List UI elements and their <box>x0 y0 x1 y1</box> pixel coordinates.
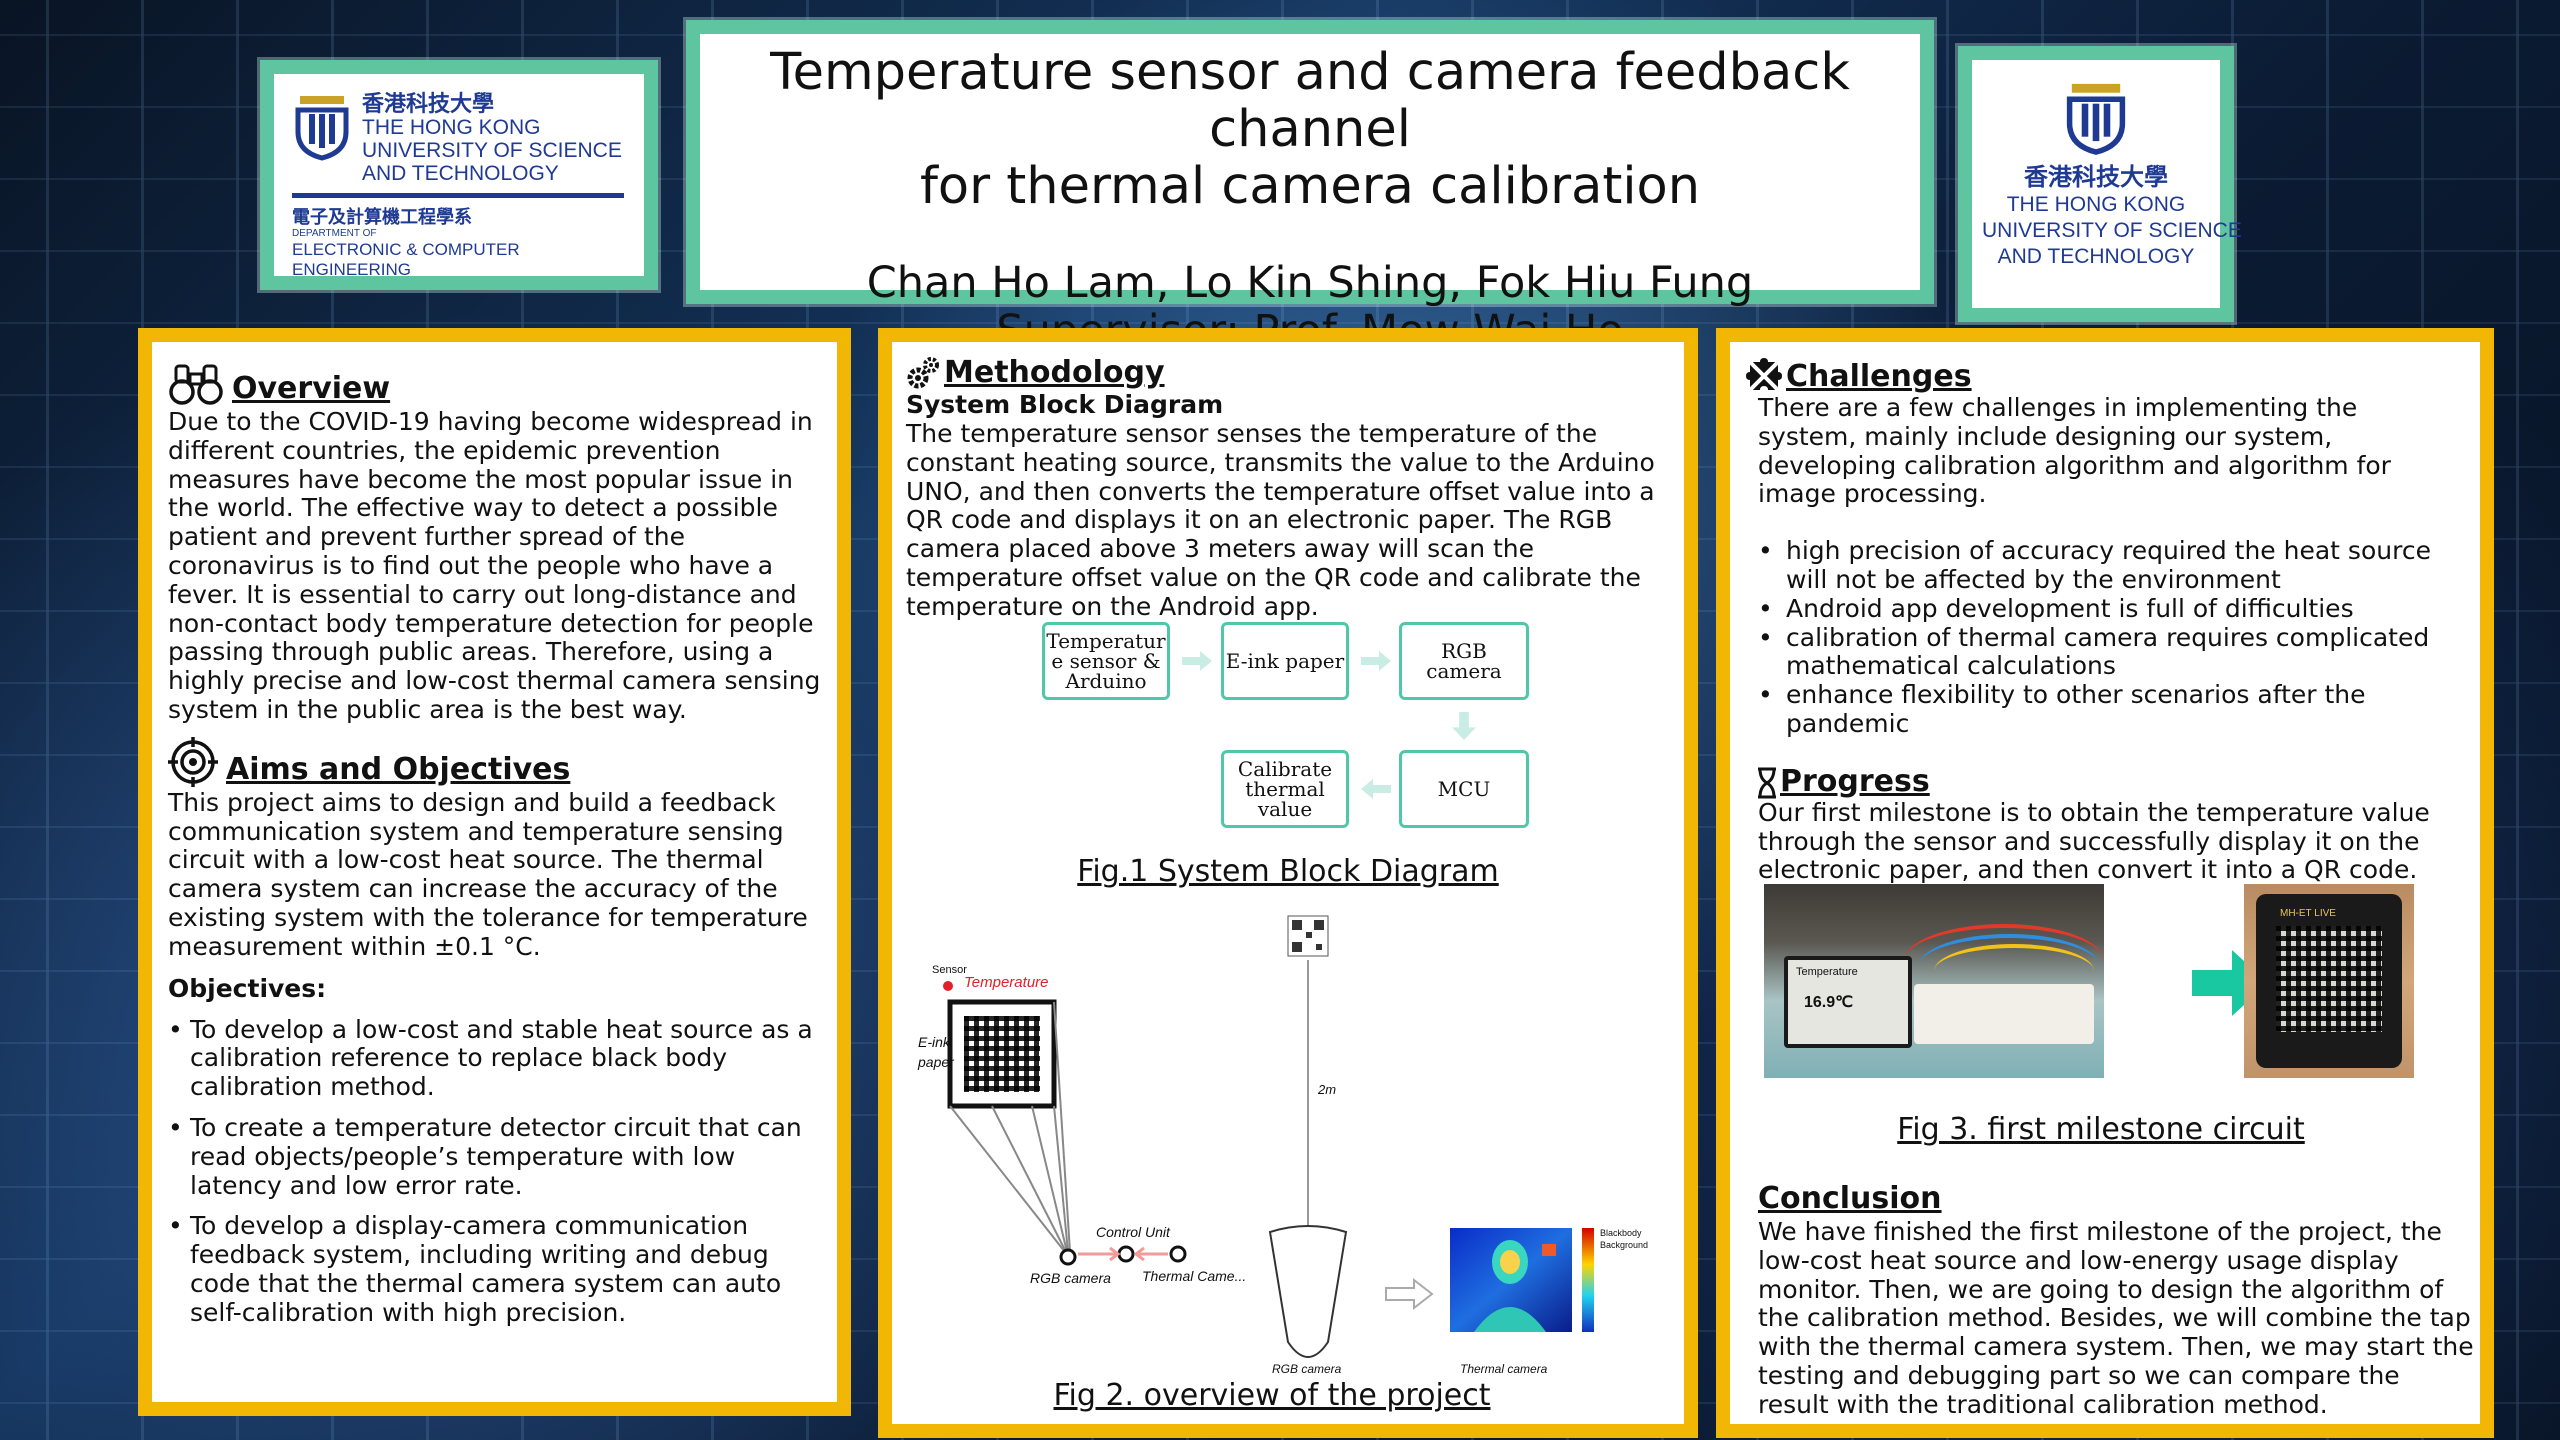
conclusion-heading: Conclusion <box>1758 1181 1942 1216</box>
logo-line-1: THE HONG KONG <box>2006 193 2186 216</box>
hkust-emblem-icon <box>295 96 349 161</box>
eink-display-value: 16.9℃ <box>1804 994 1854 1011</box>
device-frame: MH-ET LIVE <box>2256 894 2402 1068</box>
progress-body: Our first milestone is to obtain the tem… <box>1758 797 2430 885</box>
progress-heading: Progress <box>1780 763 1930 799</box>
aims-heading: Aims and Objectives <box>226 751 571 787</box>
arrow-icon <box>1452 712 1476 740</box>
system-block-diagram-heading: System Block Diagram <box>906 390 1224 419</box>
hkust-emblem-icon <box>2066 83 2126 155</box>
poster-title-line-1: Temperature sensor and camera feedback c… <box>770 43 1850 159</box>
label-eink: E-ink <box>918 1034 950 1050</box>
fig3-caption: Fig 3. first milestone circuit <box>1897 1112 2305 1147</box>
hkust-ece-logo: 香港科技大學 THE HONG KONG UNIVERSITY OF SCIEN… <box>260 60 658 290</box>
binoculars-icon <box>169 364 223 405</box>
target-icon <box>168 736 218 787</box>
block-calibrate-thermal-value: Calibrate thermal value <box>1221 750 1349 828</box>
poster-title-line-2: for thermal camera calibration <box>919 157 1701 216</box>
circuit-photo: Temperature 16.9℃ <box>1764 884 2104 1078</box>
logo-line-2: UNIVERSITY OF SCIENCE <box>362 139 622 162</box>
label-paper: paper <box>918 1054 954 1070</box>
objectives-list: To develop a low-cost and stable heat so… <box>168 1015 821 1328</box>
hkust-logo: 香港科技大學 THE HONG KONG UNIVERSITY OF SCIEN… <box>1958 46 2242 322</box>
arrow-icon <box>1361 779 1391 799</box>
system-block-diagram: Temperatur e sensor & Arduino E-ink pape… <box>892 622 1684 842</box>
gears-icon <box>907 357 939 389</box>
aims-body: This project aims to design and build a … <box>168 787 808 961</box>
logo-chinese-name: 香港科技大學 <box>362 91 495 116</box>
logo-line-3: AND TECHNOLOGY <box>362 162 559 185</box>
objectives-heading: Objectives: <box>168 973 327 1003</box>
methodology-heading: Methodology <box>944 355 1165 390</box>
dept-small-label: DEPARTMENT OF <box>292 228 377 239</box>
label-background: Background <box>1600 1240 1649 1250</box>
challenge-item: Android app development is full of diffi… <box>1758 594 2462 624</box>
label-sensor: Sensor <box>932 964 967 976</box>
label-thermal-camera-bottom: Thermal camera <box>1460 1362 1548 1376</box>
arrow-icon <box>1182 651 1212 671</box>
logo-line-3: AND TECHNOLOGY <box>1997 245 2195 268</box>
challenges-heading: Challenges <box>1786 359 1972 394</box>
fig1-caption: Fig.1 System Block Diagram <box>1077 854 1499 889</box>
label-rgb-camera: RGB camera <box>1030 1270 1111 1286</box>
overview-heading: Overview <box>232 371 391 406</box>
block-temperature-sensor: Temperatur e sensor & Arduino <box>1042 622 1170 700</box>
wire-bundle <box>1904 924 2104 998</box>
eink-display: Temperature 16.9℃ <box>1784 956 1912 1048</box>
authors: Chan Ho Lam, Lo Kin Shing, Fok Hiu Fung <box>866 258 1754 308</box>
hourglass-icon <box>1758 767 1776 799</box>
arrow-icon <box>1361 651 1391 671</box>
fig2-caption: Fig 2. overview of the project <box>1053 1378 1491 1413</box>
challenges-body: There are a few challenges in implementi… <box>1758 393 2391 509</box>
middle-column: Methodology System Block Diagram The tem… <box>878 328 1698 1438</box>
device-label: MH-ET LIVE <box>2280 908 2336 919</box>
objective-item: To develop a low-cost and stable heat so… <box>168 1015 821 1102</box>
overview-body: Due to the COVID-19 having become widesp… <box>168 407 821 724</box>
challenges-header: Challenges <box>1746 358 2462 394</box>
poster-title-box: Temperature sensor and camera feedback c… <box>686 20 1934 355</box>
objective-item: To develop a display-camera communicatio… <box>168 1211 821 1327</box>
eink-display-title: Temperature <box>1796 966 1858 978</box>
logo-divider <box>292 193 624 198</box>
label-rgb-camera-bottom: RGB camera <box>1272 1362 1342 1376</box>
qr-code <box>2276 926 2382 1032</box>
challenge-item: high precision of accuracy required the … <box>1758 536 2462 595</box>
block-mcu: MCU <box>1399 750 1529 828</box>
qr-display-photo: MH-ET LIVE <box>2244 884 2414 1078</box>
label-distance: 2m <box>1318 1082 1337 1097</box>
logo-line-2: UNIVERSITY OF SCIENCE <box>1982 219 2242 242</box>
label-blackbody: Blackbody <box>1600 1228 1642 1238</box>
logo-line-1: THE HONG KONG <box>362 116 541 139</box>
label-temperature: Temperature <box>964 974 1049 991</box>
conclusion-header: Conclusion <box>1746 1182 1942 1216</box>
left-column: Overview Due to the COVID-19 having beco… <box>138 328 851 1416</box>
progress-header: Progress <box>1746 763 2462 799</box>
label-control-unit: Control Unit <box>1096 1224 1170 1240</box>
conclusion-body: We have finished the first milestone of … <box>1758 1217 2474 1419</box>
puzzle-icon <box>1746 358 1782 392</box>
methodology-header: Methodology <box>906 356 1670 390</box>
block-eink-paper: E-ink paper <box>1221 622 1349 700</box>
dept-name: ELECTRONIC & COMPUTER ENGINEERING <box>292 240 520 279</box>
wire-bundle <box>1919 934 2099 998</box>
dept-chinese-name: 電子及計算機工程學系 <box>292 207 472 227</box>
challenges-list: high precision of accuracy required the … <box>1746 536 2462 739</box>
objective-item: To create a temperature detector circuit… <box>168 1113 821 1200</box>
wire-bundle <box>1934 944 2094 998</box>
label-thermal-camera: Thermal Came... <box>1142 1268 1247 1284</box>
challenge-item: calibration of thermal camera requires c… <box>1758 623 2462 682</box>
logo-chinese-name: 香港科技大學 <box>2024 164 2168 191</box>
overview-header: Overview <box>168 362 821 406</box>
block-rgb-camera: RGB camera <box>1399 622 1529 700</box>
project-overview-figure: Sensor Temperature E-ink paper 2m Contro… <box>892 902 1684 1382</box>
challenge-item: enhance flexibility to other scenarios a… <box>1758 680 2462 739</box>
right-column: Challenges There are a few challenges in… <box>1716 328 2494 1438</box>
aims-header: Aims and Objectives <box>168 736 821 787</box>
qr-code <box>964 1016 1040 1092</box>
methodology-body: The temperature sensor senses the temper… <box>906 419 1655 621</box>
